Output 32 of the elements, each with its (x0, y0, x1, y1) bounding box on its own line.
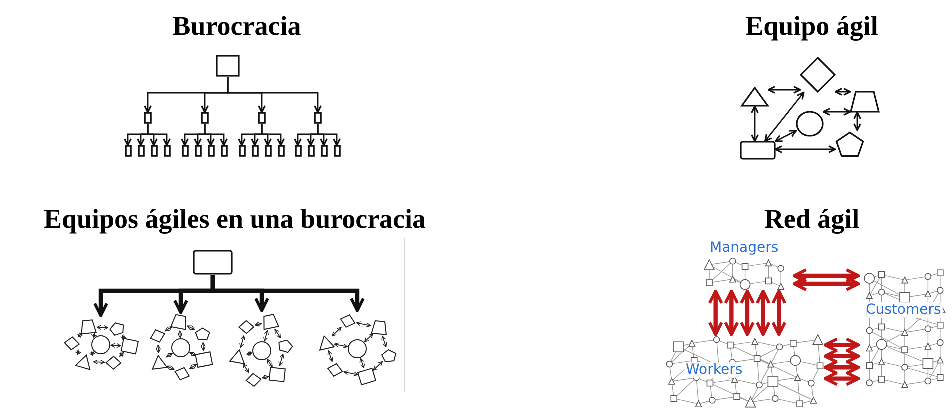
panel-title: Burocracia (172, 12, 302, 42)
double-arrow (724, 290, 740, 336)
arrow (147, 124, 171, 146)
double-arrow (708, 290, 724, 336)
double-arrow (824, 371, 860, 386)
double-arrow (740, 290, 755, 336)
double-arrow (792, 268, 860, 284)
double-arrow (792, 276, 860, 292)
cluster-label: Customers (864, 302, 944, 318)
double-arrow (824, 348, 860, 364)
arrow (261, 124, 285, 146)
double-arrow (824, 338, 860, 353)
double-arrow (756, 290, 771, 336)
double-arrow (854, 112, 862, 132)
double-arrow (822, 108, 852, 116)
double-arrow (768, 86, 802, 94)
panel-title: Equipo ágil (746, 12, 878, 42)
double-arrow (834, 88, 852, 96)
arrow (210, 275, 365, 312)
cluster-label: Workers (684, 362, 745, 378)
arrow (227, 77, 322, 114)
double-arrow (774, 146, 836, 154)
arrow (204, 124, 228, 146)
panel-title: Red ágil (764, 205, 860, 235)
arrow (317, 124, 341, 146)
double-arrow (764, 92, 805, 142)
double-arrow (772, 290, 787, 336)
double-arrow (774, 130, 798, 142)
panel-title: Equipos ágiles en una burocracia (44, 205, 426, 235)
double-arrow (751, 106, 759, 142)
double-arrow (824, 360, 860, 376)
cluster-label: Managers (708, 240, 781, 256)
